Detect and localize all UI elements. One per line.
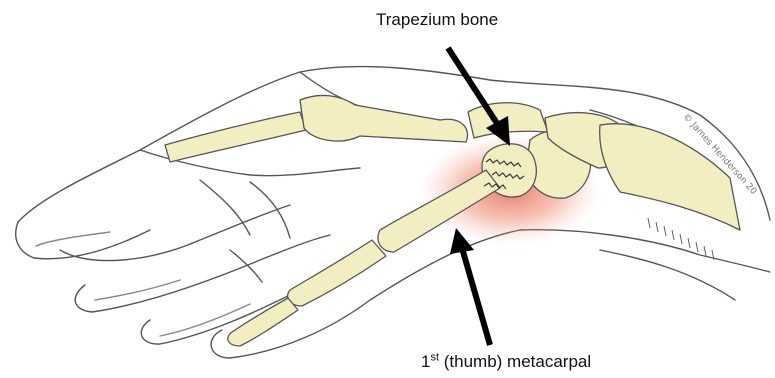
metacarpal-label-text: (thumb) metacarpal — [439, 352, 591, 371]
hand-outline — [16, 67, 770, 358]
radius-end — [600, 124, 740, 230]
tendon-hatching — [648, 218, 714, 260]
trapezium-label: Trapezium bone — [376, 10, 498, 30]
metacarpal-arrow — [450, 228, 490, 345]
thumb-proximal-phalanx — [288, 240, 386, 306]
thumb-distal-phalanx — [228, 298, 298, 346]
metacarpal-label: 1st (thumb) metacarpal — [421, 352, 591, 372]
index-proximal-phalanx — [165, 112, 306, 162]
metacarpal-label-ordinal: st — [430, 351, 439, 363]
index-metacarpal — [300, 95, 468, 142]
